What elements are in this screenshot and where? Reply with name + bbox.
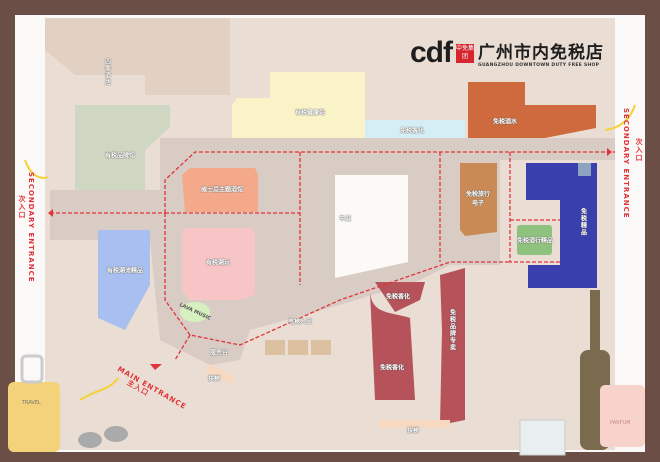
zone-beauty-low [370, 292, 415, 400]
secondary-entrance-right-cn: 次入口 [635, 138, 643, 162]
logo-name-en: GUANGZHOU DOWNTOWN DUTY FREE SHOP [478, 63, 600, 68]
zone-brand-store [440, 268, 465, 425]
zone-toys [182, 228, 255, 300]
logo: cdf 中免集团 广州市内免税店 GUANGZHOU DOWNTOWN DUTY… [410, 36, 604, 69]
elevators [265, 340, 331, 355]
label-beauty-top: 免税香化 [399, 127, 425, 135]
secondary-entrance-left-en: SECONDARY ENTRANCE [27, 172, 35, 283]
logo-name-cn: 广州市内免税店 [478, 43, 604, 63]
escalator-left-pad [204, 364, 236, 384]
label-service: 服务台 [209, 349, 229, 357]
luggage-sticker: TRAVEL [22, 400, 41, 406]
label-escalator-right: 扶梯 [406, 427, 420, 435]
zone-boutique [526, 163, 597, 288]
zone-trend [98, 230, 150, 330]
sunglasses-icon [78, 426, 128, 448]
label-whisky: 威士忌主题酒馆 [200, 186, 244, 194]
arrow-icon [24, 159, 49, 179]
label-wine: 免税酒行精品 [516, 237, 554, 245]
arrow-icon [604, 104, 636, 131]
label-liquor: 免税酒水 [492, 118, 518, 126]
entrance-marker-right [607, 148, 612, 156]
route-lines [50, 151, 615, 361]
entrance-marker-left [48, 209, 53, 217]
label-escalator-left: 扶梯 [207, 375, 221, 383]
zone-boutique-inner [578, 163, 591, 176]
label-health: 有税健康站 [294, 109, 326, 117]
label-brand-hall: 有税品牌馆 [104, 152, 136, 160]
zone-beauty-mid [375, 282, 425, 312]
zone-liquor [468, 82, 596, 138]
zone-music [180, 302, 210, 322]
label-beauty-mid: 免税香化 [385, 293, 411, 301]
label-beauty-low: 免税香化 [379, 364, 405, 372]
arrow-icon [79, 377, 119, 401]
label-atrium: 中庭 [338, 215, 352, 223]
zone-health [232, 72, 365, 138]
zone-electronics [460, 163, 497, 236]
hotel-area [45, 18, 230, 95]
zone-whisky [182, 168, 258, 212]
perfume-icon [600, 385, 645, 447]
label-elevator: 电梯入口 [287, 318, 313, 326]
perfume-label: PARFUM [610, 420, 631, 426]
logo-group: 中免集团 [456, 43, 474, 63]
label-brand-store: 免税品牌专卖 [448, 309, 456, 351]
secondary-entrance-right-en: SECONDARY ENTRANCE [622, 108, 630, 219]
label-hotel: 四季酒店 [103, 58, 111, 86]
label-toys: 有税潮玩 [205, 259, 231, 267]
zone-wine [517, 225, 552, 255]
zone-beauty-top [365, 120, 465, 138]
logo-brand: cdf [410, 36, 453, 69]
escalator-right-pad [380, 420, 450, 428]
glass-icon [519, 419, 566, 456]
secondary-entrance-left-cn: 次入口 [18, 195, 26, 219]
zone-brand-hall [75, 105, 170, 190]
label-electronics: 免税旅行电子 [465, 191, 490, 207]
label-trend: 有税潮流精品 [106, 267, 144, 275]
zone-atrium [335, 175, 408, 278]
luggage-icon [8, 354, 60, 452]
label-boutique: 免税精品 [579, 208, 587, 236]
entrance-marker-main [150, 364, 162, 370]
